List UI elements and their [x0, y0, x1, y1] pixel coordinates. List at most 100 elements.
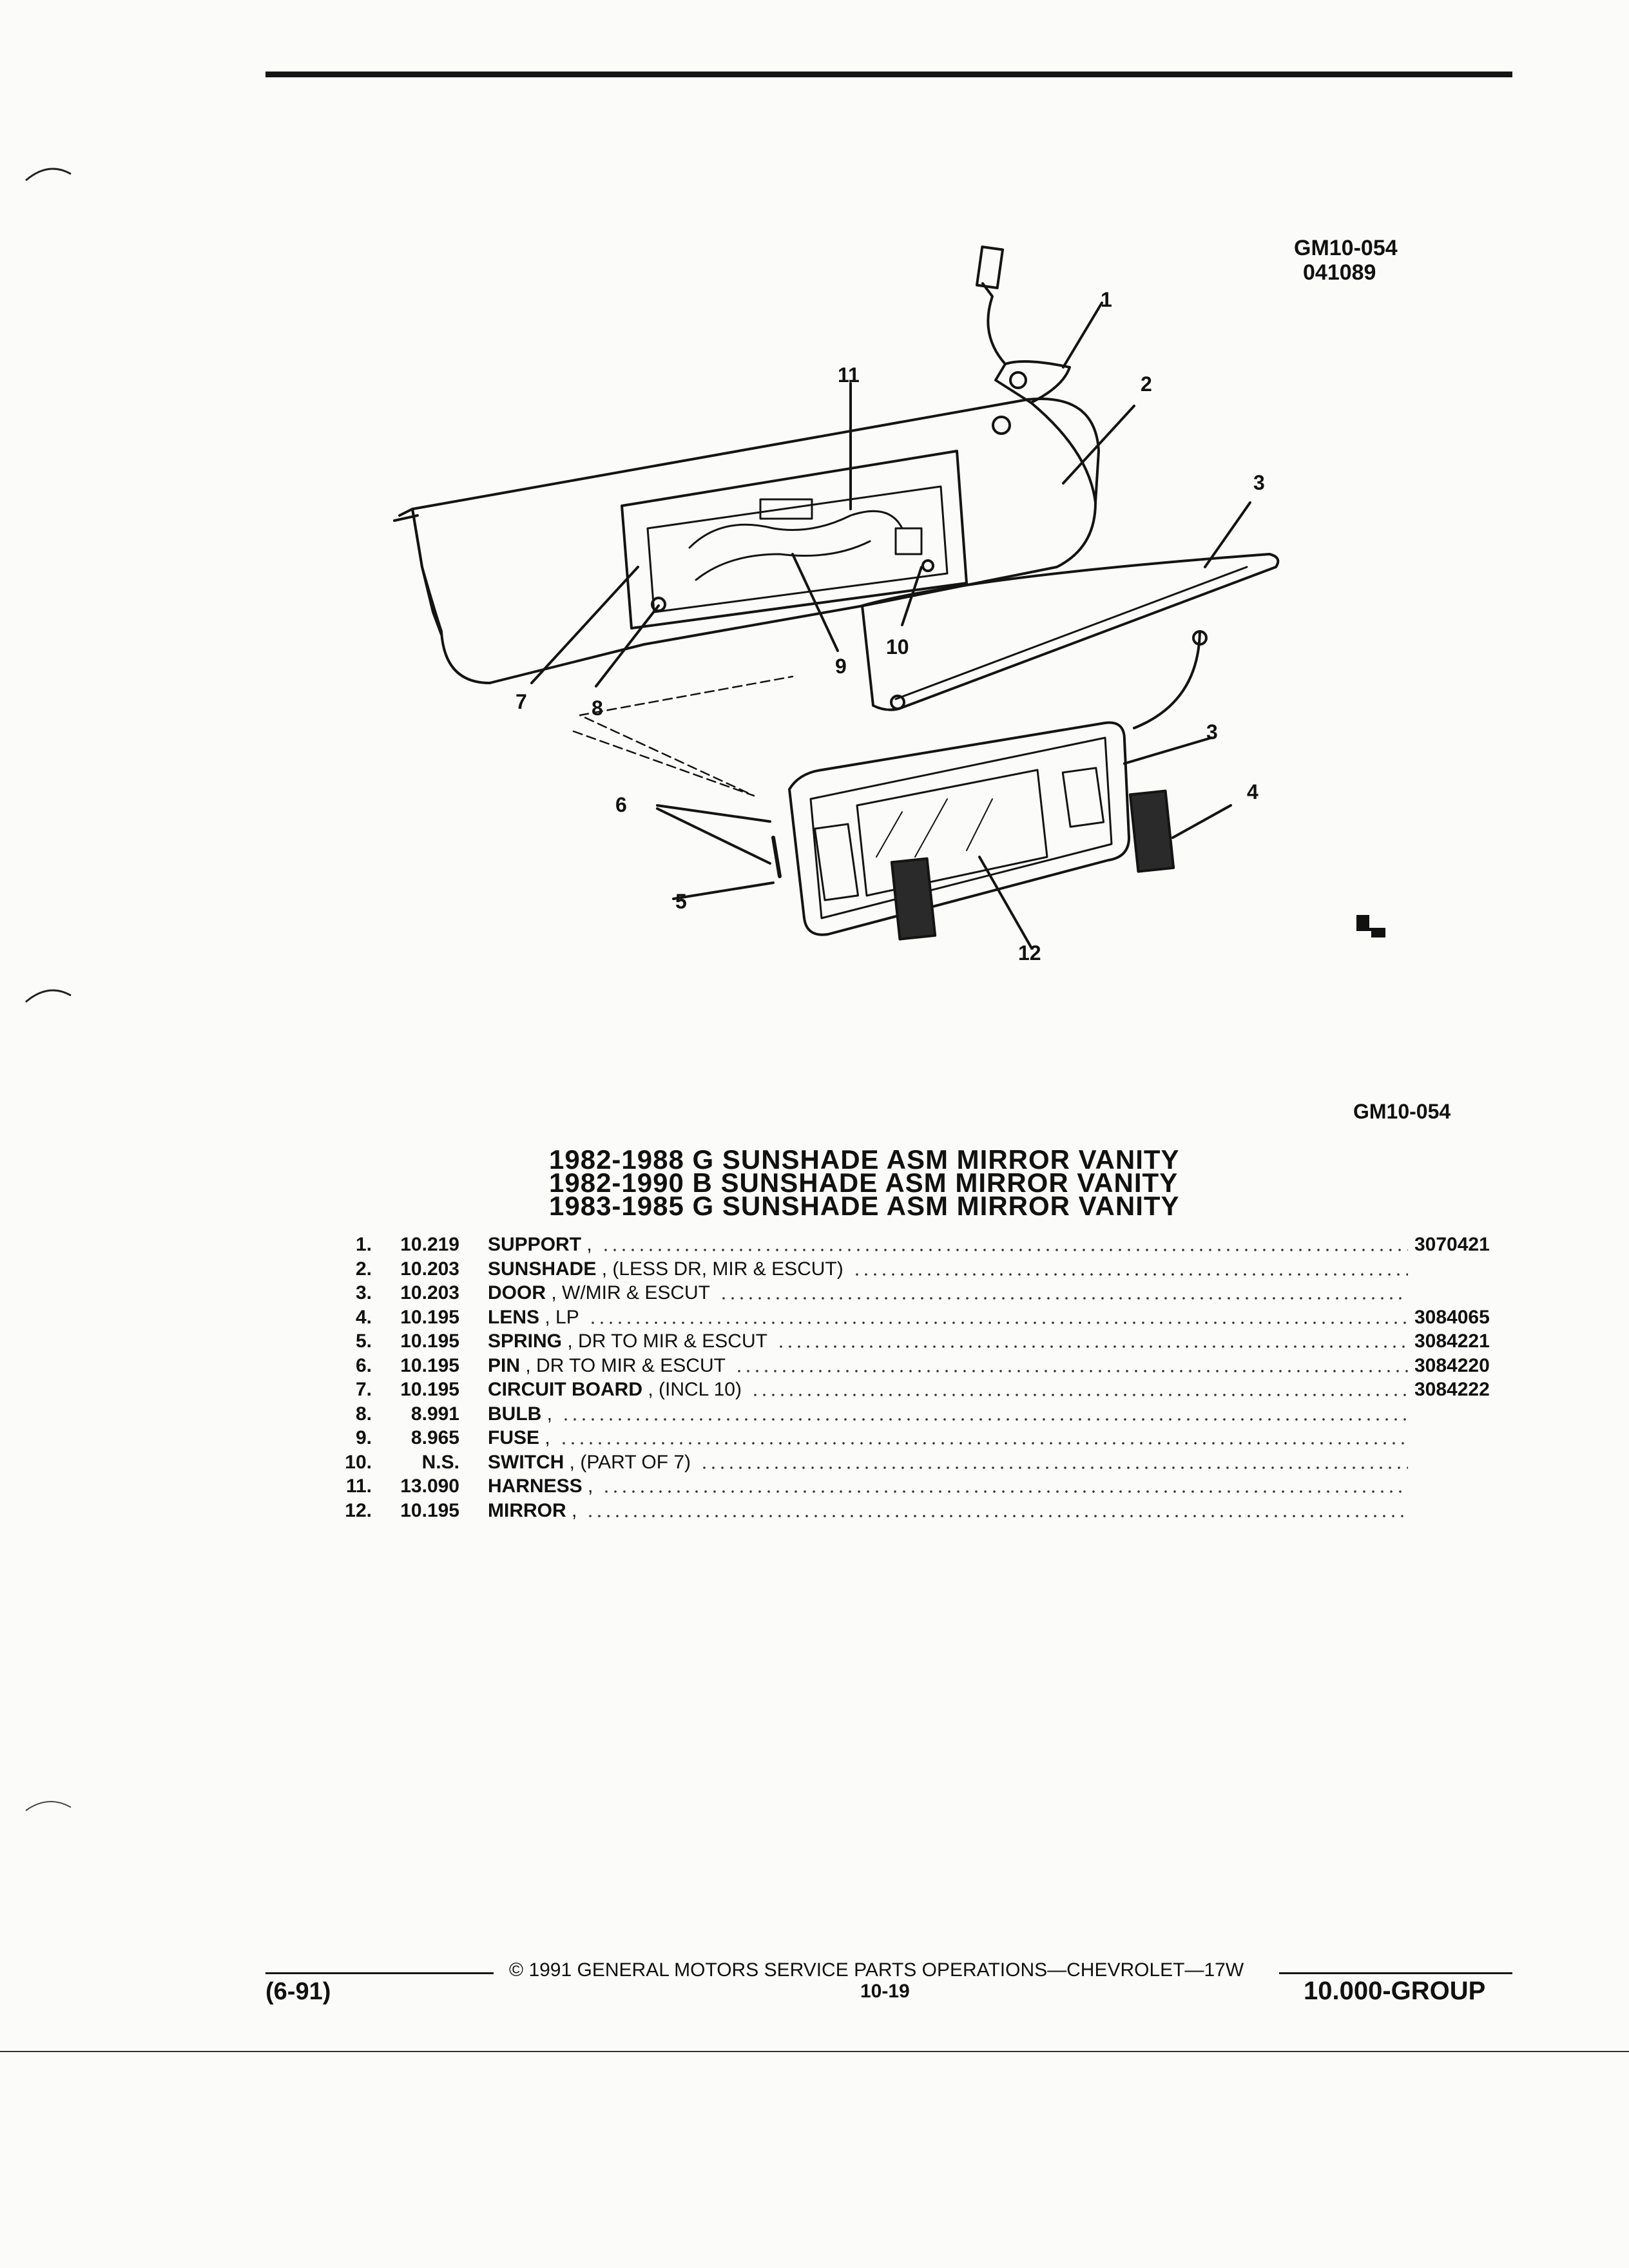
parts-row: 12. 10.195 MIRROR ,	[319, 1498, 1518, 1523]
item-number: 9.	[355, 1427, 372, 1448]
leader-dots	[588, 1305, 1408, 1329]
part-number: 3084065	[1414, 1306, 1490, 1328]
part-qualifier: , (PART OF 7)	[569, 1451, 691, 1473]
leader-dots	[735, 1353, 1408, 1378]
leader-dots	[719, 1281, 1408, 1305]
leader-dots	[751, 1378, 1408, 1401]
part-name: LENS	[488, 1306, 540, 1328]
leader-dots	[586, 1498, 1408, 1523]
part-number: 3084220	[1414, 1354, 1490, 1376]
leader-dots	[601, 1233, 1408, 1256]
part-description: BULB ,	[488, 1402, 552, 1427]
section-title-line-3: 1983-1985 G SUNSHADE ASM MIRROR VANITY	[549, 1191, 1180, 1221]
footer-rule-left	[265, 1972, 494, 1974]
part-name: SUPPORT	[488, 1234, 582, 1255]
part-description: SUNSHADE , (LESS DR, MIR & ESCUT)	[488, 1257, 843, 1282]
punch-mark-1	[25, 168, 72, 182]
group-number: 10.203	[400, 1282, 459, 1303]
section-title-line-1: 1982-1988 G SUNSHADE ASM MIRROR VANITY	[549, 1144, 1180, 1175]
part-name: SUNSHADE	[488, 1258, 597, 1280]
lens-right	[1128, 789, 1175, 873]
revision-date: (6-91)	[265, 1978, 331, 2005]
leader-dots	[559, 1426, 1408, 1450]
part-description: LENS , LP	[488, 1305, 579, 1330]
part-qualifier: ,	[586, 1234, 592, 1255]
item-number: 12.	[345, 1499, 372, 1521]
group-number: 8.965	[410, 1427, 459, 1448]
group-number: 10.203	[400, 1258, 459, 1280]
part-qualifier: ,	[545, 1427, 550, 1448]
callout-9: 9	[835, 655, 847, 678]
group-number: 10.195	[400, 1331, 459, 1352]
part-name: SWITCH	[488, 1451, 564, 1473]
part-name: CIRCUIT BOARD	[488, 1379, 642, 1400]
part-name: DOOR	[488, 1282, 546, 1303]
item-number: 8.	[355, 1403, 372, 1425]
leader-dots	[602, 1474, 1408, 1498]
group-number: 10.195	[400, 1379, 459, 1400]
callout-8: 8	[592, 697, 603, 720]
illustration-reference: GM10-054 041089	[1294, 236, 1398, 285]
punch-mark-2	[25, 989, 72, 1003]
illustration-ref-code: GM10-054	[1294, 236, 1398, 260]
section-title-line-2: 1982-1990 B SUNSHADE ASM MIRROR VANITY	[549, 1168, 1179, 1198]
part-qualifier: , DR TO MIR & ESCUT	[567, 1331, 767, 1352]
part-description: DOOR , W/MIR & ESCUT	[488, 1281, 710, 1305]
part-qualifier: , (LESS DR, MIR & ESCUT)	[601, 1258, 843, 1280]
item-number: 1.	[355, 1234, 372, 1255]
group-number: 10.195	[400, 1499, 459, 1521]
top-rule	[265, 72, 1512, 77]
part-qualifier: , (INCL 10)	[648, 1379, 742, 1400]
part-qualifier: ,	[572, 1499, 577, 1521]
spring	[771, 836, 782, 878]
callout-3-lower: 3	[1206, 720, 1218, 744]
illustration-ref-code-secondary: GM10-054	[1353, 1100, 1451, 1123]
group-number: 8.991	[410, 1403, 459, 1425]
item-number: 10.	[345, 1451, 372, 1473]
bottom-edge-rule	[0, 2051, 1629, 2052]
callout-1: 1	[1101, 288, 1112, 311]
callout-7: 7	[516, 690, 527, 713]
item-number: 3.	[355, 1282, 372, 1303]
part-description: SWITCH , (PART OF 7)	[488, 1450, 691, 1475]
group-number: 10.219	[400, 1234, 459, 1255]
callout-2: 2	[1141, 372, 1152, 396]
callout-5: 5	[675, 890, 687, 913]
item-number: 7.	[355, 1379, 372, 1400]
support-bracket	[994, 360, 1071, 404]
item-number: 5.	[355, 1331, 372, 1352]
group-number: 10.195	[400, 1354, 459, 1376]
part-qualifier: ,	[546, 1403, 553, 1425]
door-frame	[861, 553, 1280, 711]
callout-3-upper: 3	[1253, 471, 1265, 494]
callout-10: 10	[886, 635, 909, 658]
part-description: SUPPORT ,	[488, 1233, 592, 1257]
vehicle-type-icon	[1356, 915, 1385, 937]
part-name: BULB	[488, 1403, 542, 1425]
part-qualifier: , LP	[545, 1306, 579, 1328]
group-code: 10.000-GROUP	[1304, 1977, 1486, 2005]
lens-left	[890, 857, 937, 941]
part-name: PIN	[488, 1354, 521, 1376]
group-number: N.S.	[421, 1451, 459, 1473]
mirror-assembly	[788, 721, 1130, 936]
leader-dots	[561, 1401, 1408, 1426]
copyright-notice: © 1991 GENERAL MOTORS SERVICE PARTS OPER…	[509, 1959, 1244, 1981]
part-qualifier: ,	[588, 1475, 593, 1497]
part-name: FUSE	[488, 1427, 540, 1448]
leader-dots	[853, 1256, 1408, 1281]
callout-6: 6	[615, 793, 627, 816]
exploded-parts-diagram: 1 2 3 3 4 5 6 7 8 9 10 11 12	[393, 245, 1280, 965]
part-name: MIRROR	[488, 1499, 566, 1521]
part-description: SPRING , DR TO MIR & ESCUT	[488, 1329, 767, 1354]
page-number: 10-19	[860, 1981, 910, 2002]
circuit-board-outline	[621, 450, 968, 629]
